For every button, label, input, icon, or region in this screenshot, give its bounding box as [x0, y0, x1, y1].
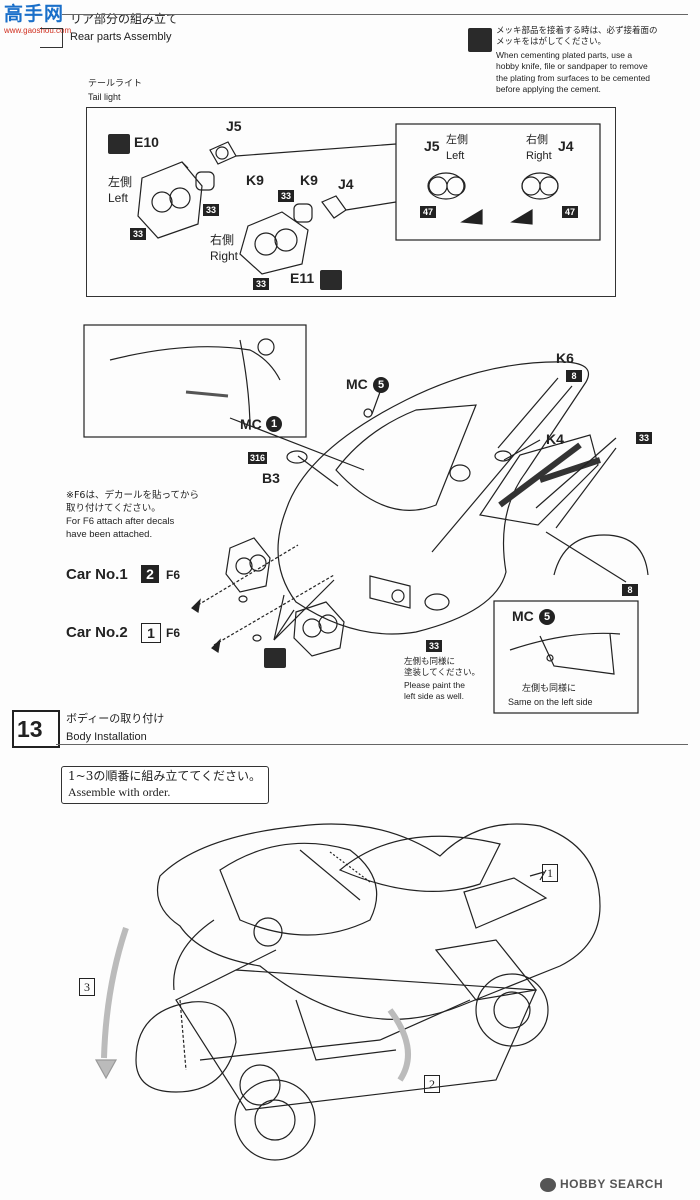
site-logo-text: 高手网 [4, 3, 65, 25]
car-no1-f6: F6 [166, 568, 181, 582]
detail-right-en: Right [526, 150, 552, 162]
part-b3: B3 [262, 470, 280, 486]
mc1-number-badge: 1 [266, 416, 282, 432]
tail-light-label-en: Tail light [88, 92, 121, 102]
mc1-label: MC [240, 416, 262, 432]
car-no1-number: 2 [146, 566, 154, 582]
car-no1-badge: 2 [141, 565, 159, 583]
paint-code-47-a: 47 [420, 206, 436, 218]
step-number-box [40, 28, 63, 48]
detail-j5: J5 [424, 138, 440, 154]
site-logo-url: www.gaoshou.com [4, 26, 72, 35]
mc5-label: MC [346, 376, 368, 392]
part-k9-left: K9 [246, 172, 264, 188]
right-label-en: Right [210, 249, 239, 263]
left-label-en: Left [108, 191, 129, 205]
paint-code-33-d: 33 [253, 278, 269, 290]
paint-note-jp: 左側も同様に 塗装してください。 [404, 657, 480, 679]
part-e11: E11 [290, 270, 315, 286]
car-no2-f6: F6 [166, 626, 181, 640]
order-marker-3: 3 [79, 978, 95, 996]
mc5-number-badge: 5 [373, 377, 389, 393]
inset-note-en: Same on the left side [508, 697, 593, 707]
order-note-box: 1~3の順番に組み立ててください。 Assemble with order. [61, 766, 269, 804]
paint-code-33-a: 33 [130, 228, 146, 240]
step-13-title-en: Body Installation [66, 731, 147, 743]
paint-code-33-rear-a: 33 [636, 432, 652, 444]
inset-mc5-number: 5 [543, 611, 551, 623]
f6-note-jp: ※F6は、デカールを貼ってから 取り付けてください。 [66, 490, 199, 514]
hobby-search-logo-icon [540, 1178, 556, 1192]
section-title-en: Rear parts Assembly [70, 31, 172, 43]
paint-code-47-b: 47 [562, 206, 578, 218]
inset-mc5-label: MC [512, 608, 534, 624]
part-k6: K6 [556, 350, 574, 366]
inset-note-jp: 左側も同様に [522, 684, 577, 694]
detail-left-jp: 左側 [446, 133, 468, 146]
step-13-title-jp: ボディーの取り付け [66, 712, 165, 725]
paint-code-33-rear-b: 33 [426, 640, 442, 652]
section-title-jp: リア部分の組み立て [70, 12, 179, 26]
car-no2-number: 1 [147, 625, 155, 641]
site-logo: 高手网 www.gaoshou.com [4, 3, 72, 36]
hobby-search-watermark: HOBBY SEARCH [560, 1177, 664, 1191]
paint-code-33-b: 33 [203, 204, 219, 216]
left-label-jp: 左側 [108, 175, 133, 189]
paint-code-8-b: 8 [622, 584, 638, 596]
step-13-badge: 13 [12, 710, 60, 748]
part-k4: K4 [546, 431, 564, 447]
tail-light-panel [86, 107, 616, 297]
car-no2-label: Car No.2 [66, 624, 128, 641]
mc5-number: 5 [377, 379, 385, 391]
order-marker-2: 2 [424, 1075, 440, 1093]
tail-light-label-jp: テールライト [88, 79, 143, 89]
notice-jp: メッキ部品を接着する時は、必ず接着面の メッキをはがしてください。 [496, 26, 658, 48]
plated-warning-icon-e10 [108, 134, 130, 154]
detail-right-jp: 右側 [526, 133, 548, 146]
part-e10: E10 [134, 134, 159, 150]
plated-warning-icon-rear [264, 648, 286, 668]
inset-mc5-badge: 5 [539, 609, 555, 625]
step-13-rule [56, 744, 688, 745]
order-marker-3-text: 3 [84, 980, 90, 994]
f6-note-en: For F6 attach after decals have been att… [66, 516, 175, 540]
paint-code-316: 316 [248, 452, 268, 464]
car-no1-label: Car No.1 [66, 566, 128, 583]
paint-note-en: Please paint the left side as well. [404, 680, 465, 702]
part-j4: J4 [338, 176, 354, 192]
order-marker-1: 1 [542, 864, 558, 882]
detail-left-en: Left [446, 150, 465, 162]
order-marker-2-text: 2 [429, 1077, 435, 1091]
order-note-jp: 1~3の順番に組み立ててください。 [68, 769, 261, 783]
header-rule [62, 14, 688, 15]
plated-parts-warning-icon [468, 28, 492, 52]
car-no2-badge: 1 [141, 623, 161, 643]
notice-en: When cementing plated parts, use a hobby… [496, 50, 651, 95]
plated-warning-icon-e11 [320, 270, 342, 290]
part-j5: J5 [226, 118, 242, 134]
order-note-en: Assemble with order. [68, 785, 171, 799]
order-marker-1-text: 1 [547, 866, 553, 880]
part-k9-right: K9 [300, 172, 318, 188]
mc1-number: 1 [270, 418, 278, 430]
right-label-jp: 右側 [210, 233, 235, 247]
paint-code-8-a: 8 [566, 370, 582, 382]
paint-code-33-c: 33 [278, 190, 294, 202]
detail-j4: J4 [558, 138, 574, 154]
step-13-number: 13 [17, 716, 43, 742]
